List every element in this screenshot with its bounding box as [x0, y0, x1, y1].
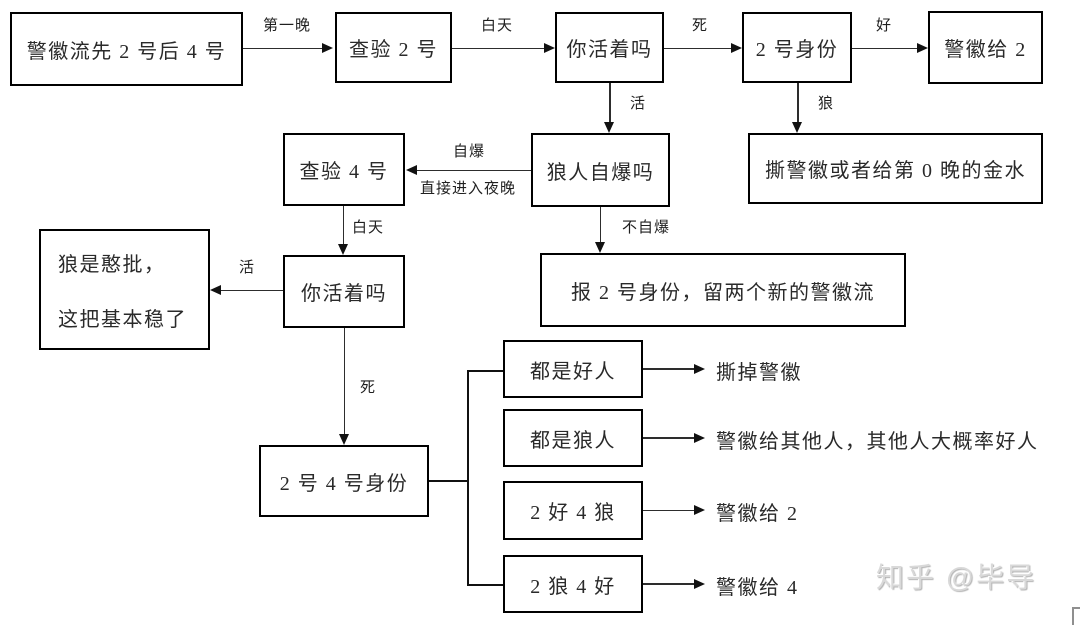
node-id-2-label: 2 号身份 — [755, 39, 839, 61]
node-badge-to-2: 警徽给 2 — [928, 11, 1043, 84]
edge-id2-tear-line — [797, 83, 799, 123]
edge-label-not-explode: 不自爆 — [622, 220, 671, 236]
tree-connector-top — [466, 370, 504, 372]
node-2wolf-4good: 2 狼 4 好 — [503, 555, 643, 613]
edge-wolfexplode-report-line — [599, 207, 601, 243]
node-tear-or-gold-label: 撕警徽或者给第 0 晚的金水 — [765, 160, 1026, 182]
node-both-good-label: 都是好人 — [530, 360, 616, 383]
arrow-down-icon — [337, 244, 348, 255]
arrow-down-icon — [594, 242, 605, 253]
edge-label-die-1: 死 — [692, 18, 709, 34]
node-wolf-dumb-line2: 这把基本稳了 — [58, 308, 187, 331]
node-2good-4wolf: 2 好 4 狼 — [503, 481, 643, 540]
edge-alive1-id2-line — [664, 47, 731, 49]
edge-label-alive-left: 活 — [239, 260, 256, 276]
node-check-2: 查验 2 号 — [335, 12, 452, 83]
edge-2wolf4good-outcome-line — [643, 583, 695, 585]
edge-wolfexplode-check4-line — [417, 169, 531, 171]
edge-alive2-wolfdumb-line — [221, 289, 283, 291]
arrow-right-icon — [322, 42, 333, 53]
outcome-badge-to-4: 警徽给 4 — [716, 577, 799, 599]
edge-bothgood-outcome-line — [643, 368, 695, 370]
arrow-right-icon — [694, 578, 705, 589]
edge-alive2-id24-line — [343, 328, 345, 435]
edge-label-straight-to-night: 直接进入夜晚 — [420, 181, 517, 197]
arrow-right-icon — [694, 432, 705, 443]
corner-fragment — [1072, 607, 1080, 625]
arrow-right-icon — [694, 505, 705, 515]
node-report-2-identity-label: 报 2 号身份，留两个新的警徽流 — [571, 281, 875, 304]
node-badge-to-2-label: 警徽给 2 — [944, 39, 1027, 61]
tree-connector-bottom — [466, 584, 504, 586]
node-report-2-identity: 报 2 号身份，留两个新的警徽流 — [540, 253, 906, 327]
arrow-right-icon — [544, 42, 555, 53]
edge-label-good: 好 — [876, 18, 893, 34]
node-wolf-dumb: 狼是憨批， 这把基本稳了 — [39, 229, 210, 350]
edge-start-check2-line — [243, 47, 323, 49]
arrow-right-icon — [694, 363, 705, 374]
node-id-2-4: 2 号 4 号身份 — [259, 445, 429, 517]
node-check-2-label: 查验 2 号 — [349, 39, 438, 61]
node-both-good: 都是好人 — [503, 340, 643, 398]
edge-check2-alive1-line — [452, 47, 544, 49]
node-wolf-explode-label: 狼人自爆吗 — [546, 161, 655, 184]
edge-label-alive-down: 活 — [630, 96, 647, 112]
node-alive-question-1-label: 你活着吗 — [566, 39, 653, 61]
node-id-2: 2 号身份 — [742, 12, 852, 83]
edge-id2-badge2-line — [852, 47, 917, 49]
outcome-badge-to-2: 警徽给 2 — [716, 503, 799, 525]
outcome-tear-badge: 撕掉警徽 — [716, 362, 802, 384]
arrow-down-icon — [338, 434, 349, 445]
node-check-4: 查验 4 号 — [283, 133, 405, 206]
node-2wolf-4good-label: 2 狼 4 好 — [530, 575, 616, 598]
arrow-right-icon — [731, 42, 742, 53]
edge-label-die-down: 死 — [360, 380, 377, 396]
node-id-2-4-label: 2 号 4 号身份 — [279, 472, 409, 495]
node-alive-question-2: 你活着吗 — [283, 255, 405, 328]
edge-check4-alive2-line — [342, 206, 344, 245]
node-alive-question-1: 你活着吗 — [555, 12, 664, 83]
arrow-left-icon — [210, 284, 221, 295]
tree-connector-vertical — [466, 370, 469, 586]
edge-label-day-2: 白天 — [352, 220, 385, 236]
node-tear-or-gold: 撕警徽或者给第 0 晚的金水 — [748, 133, 1043, 204]
edge-alive1-wolfexplode-line — [609, 83, 611, 123]
node-alive-question-2-label: 你活着吗 — [301, 283, 387, 305]
node-wolf-dumb-line1: 狼是憨批， — [58, 253, 166, 276]
arrow-down-icon — [792, 122, 802, 133]
node-check-4-label: 查验 4 号 — [299, 161, 389, 183]
tree-connector-from-id24 — [429, 480, 468, 482]
edge-label-day-1: 白天 — [481, 18, 514, 34]
node-both-wolf: 都是狼人 — [503, 409, 643, 467]
edge-label-wolf: 狼 — [818, 96, 835, 112]
zhihu-watermark: 知乎 @毕导 — [876, 562, 1037, 593]
arrow-down-icon — [604, 122, 614, 133]
node-wolf-explode: 狼人自爆吗 — [531, 133, 670, 207]
edge-2good4wolf-outcome-line — [643, 509, 695, 512]
arrow-left-icon — [406, 164, 417, 175]
edge-label-first-night: 第一晚 — [263, 18, 312, 34]
arrow-right-icon — [917, 42, 928, 53]
node-start: 警徽流先 2 号后 4 号 — [10, 12, 243, 86]
outcome-badge-to-others: 警徽给其他人，其他人大概率好人 — [716, 431, 1039, 453]
edge-label-self-explode: 自爆 — [453, 144, 486, 160]
node-both-wolf-label: 都是狼人 — [530, 429, 616, 452]
node-start-label: 警徽流先 2 号后 4 号 — [26, 40, 227, 63]
node-2good-4wolf-label: 2 好 4 狼 — [530, 502, 616, 524]
edge-bothwolf-outcome-line — [643, 437, 695, 439]
